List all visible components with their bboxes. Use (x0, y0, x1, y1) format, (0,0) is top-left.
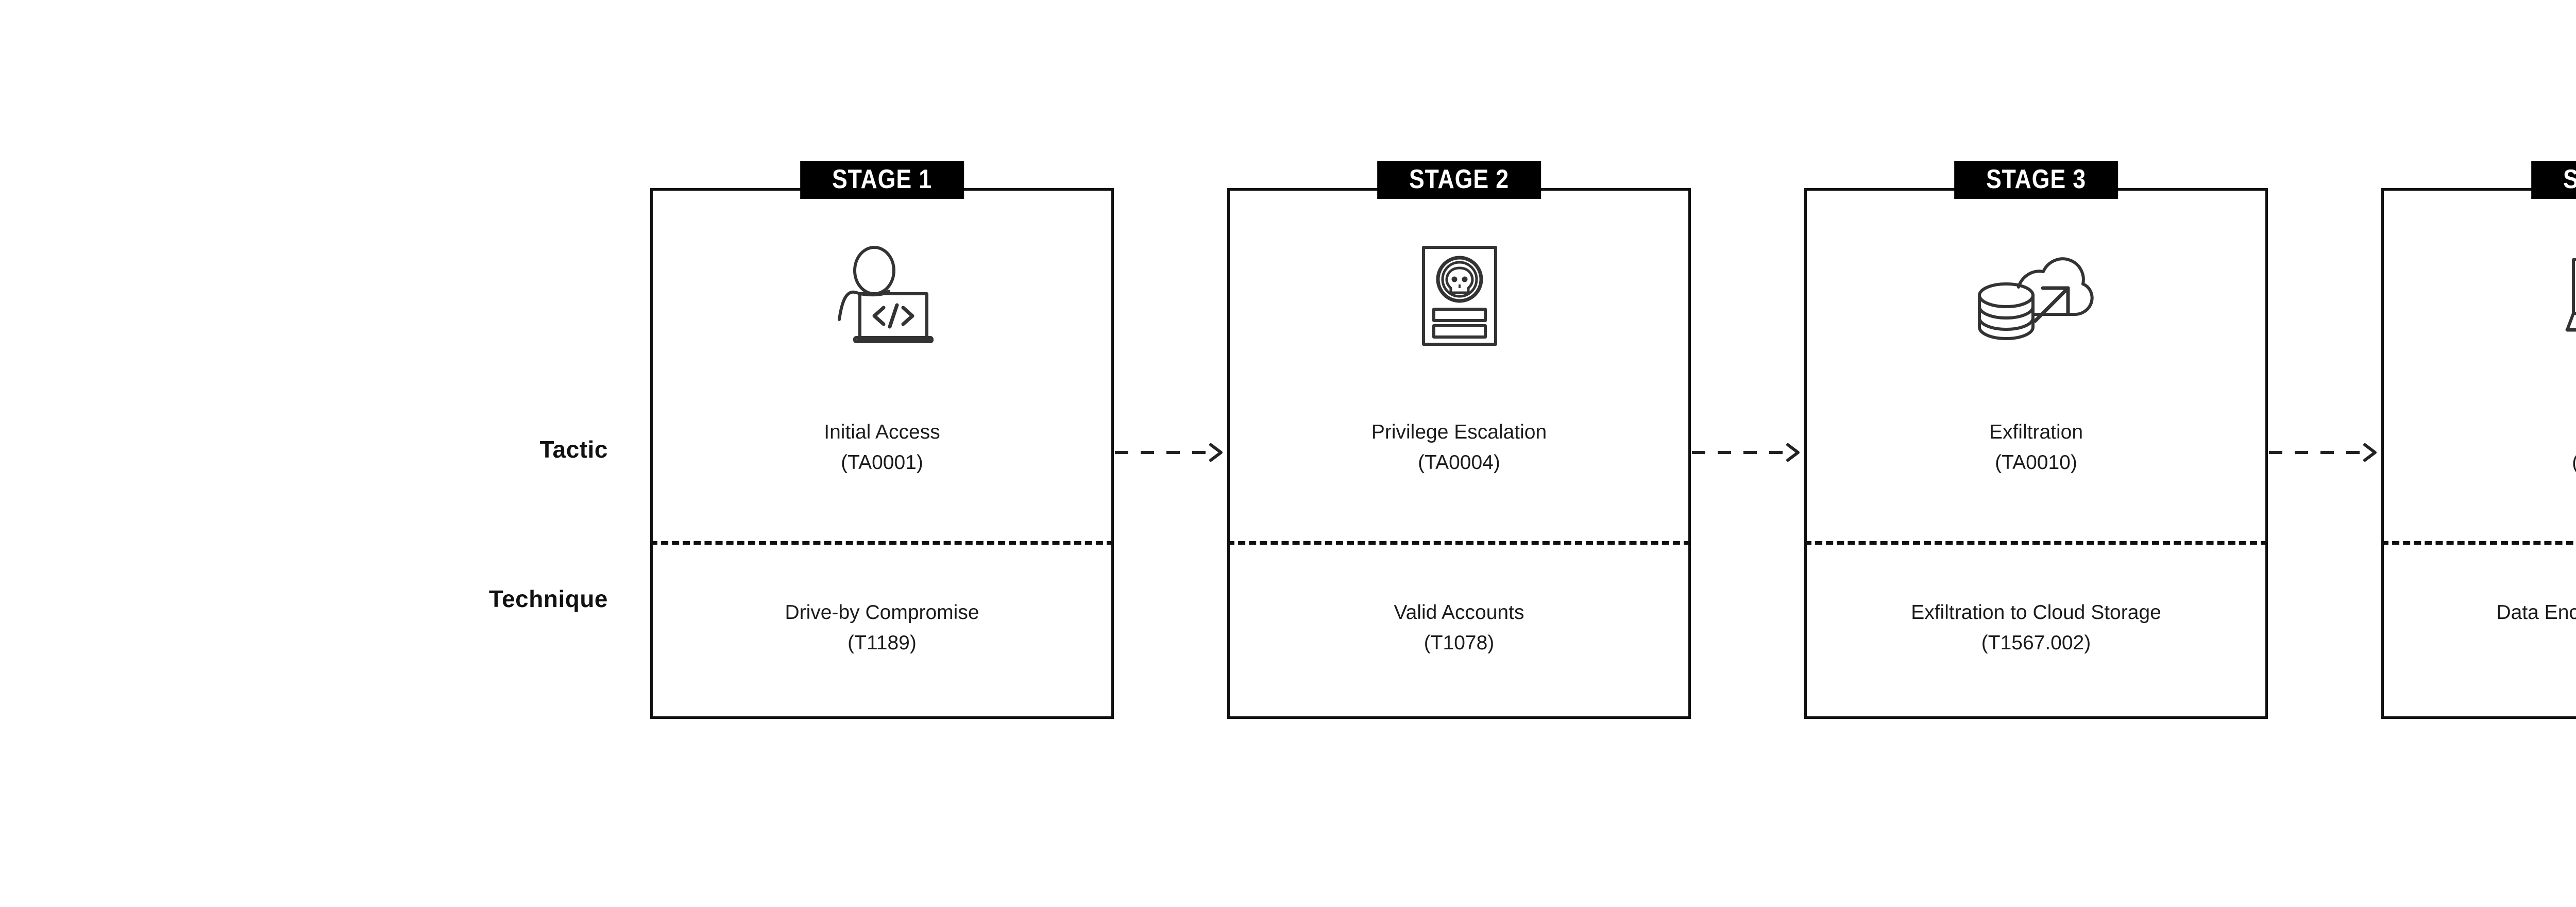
stage-divider-4 (2381, 541, 2576, 545)
technique-cell-4: Data Encrypted for Impact (T1486) (2384, 598, 2576, 658)
stage-banner-1: STAGE 1 (800, 161, 964, 199)
technique-cell-2: Valid Accounts (T1078) (1230, 598, 1688, 658)
stage-divider-3 (1804, 541, 2268, 545)
tactic-id-4: (TA0040) (2384, 448, 2576, 478)
technique-name-2: Valid Accounts (1394, 601, 1524, 624)
tactic-name-4: Impact (2384, 417, 2576, 448)
stage-banner-3: STAGE 3 (1954, 161, 2118, 199)
tactic-id-1: (TA0001) (841, 451, 923, 474)
stage-divider-1 (650, 541, 1114, 545)
tactic-cell-1: Initial Access (TA0001) (653, 417, 1111, 478)
technique-name-4: Data Encrypted for Impact (2496, 601, 2576, 624)
technique-id-2: (T1078) (1423, 631, 1495, 654)
tactic-name-1: Initial Access (824, 421, 940, 443)
stage-divider-2 (1227, 541, 1691, 545)
stage-banner-label-4: STAGE 4 (2563, 166, 2576, 193)
stage-card-3[interactable]: STAGE 3 Exfiltration (TA0010) Exfiltrati… (1804, 161, 2268, 719)
stage-banner-2: STAGE 2 (1377, 161, 1541, 199)
row-label-technique: Technique (488, 585, 608, 612)
row-label-tactic: Tactic (539, 436, 608, 463)
stage-banner-label-2: STAGE 2 (1409, 164, 1510, 194)
tactic-cell-3: Exfiltration (TA0010) (1807, 417, 2265, 478)
dashed-arrow-right-icon (1115, 442, 1227, 463)
technique-cell-1: Drive-by Compromise (T1189) (653, 598, 1111, 658)
database-cloud-upload-icon (1807, 232, 2265, 361)
stage-banner-4: STAGE 4 (2531, 161, 2576, 199)
technique-name-3: Exfiltration to Cloud Storage (1911, 601, 2161, 624)
technique-id-4: (T1486) (2384, 628, 2576, 659)
tactic-id-3: (TA0010) (1995, 451, 2077, 474)
stage-card-1[interactable]: STAGE 1 Initial Access (TA0001) Drive-by… (650, 161, 1114, 719)
tactic-id-2: (TA0004) (1418, 451, 1500, 474)
tactic-name-3: Exfiltration (1989, 421, 2083, 443)
stage-banner-label-3: STAGE 3 (1986, 164, 2087, 194)
technique-name-1: Drive-by Compromise (785, 601, 979, 624)
stage-card-4[interactable]: STAGE 4 Impact (TA0040) Data Encrypted f… (2381, 161, 2576, 719)
tactic-cell-4: Impact (TA0040) (2384, 417, 2576, 478)
stage-banner-label-1: STAGE 1 (832, 164, 933, 194)
stage-card-2[interactable]: STAGE 2 Privilege Escalation (TA0004) Va… (1227, 161, 1691, 719)
technique-cell-3: Exfiltration to Cloud Storage (T1567.002… (1807, 598, 2265, 658)
dashed-arrow-right-icon (2269, 442, 2381, 463)
id-card-skull-icon (1230, 232, 1688, 361)
technique-id-3: (T1567.002) (1981, 631, 2091, 654)
laptop-error-x-icon (2384, 232, 2576, 361)
tactic-cell-2: Privilege Escalation (TA0004) (1230, 417, 1688, 478)
dashed-arrow-right-icon (1692, 442, 1804, 463)
tactic-name-2: Privilege Escalation (1371, 421, 1547, 443)
technique-id-1: (T1189) (848, 631, 917, 654)
person-at-laptop-code-icon (653, 232, 1111, 361)
